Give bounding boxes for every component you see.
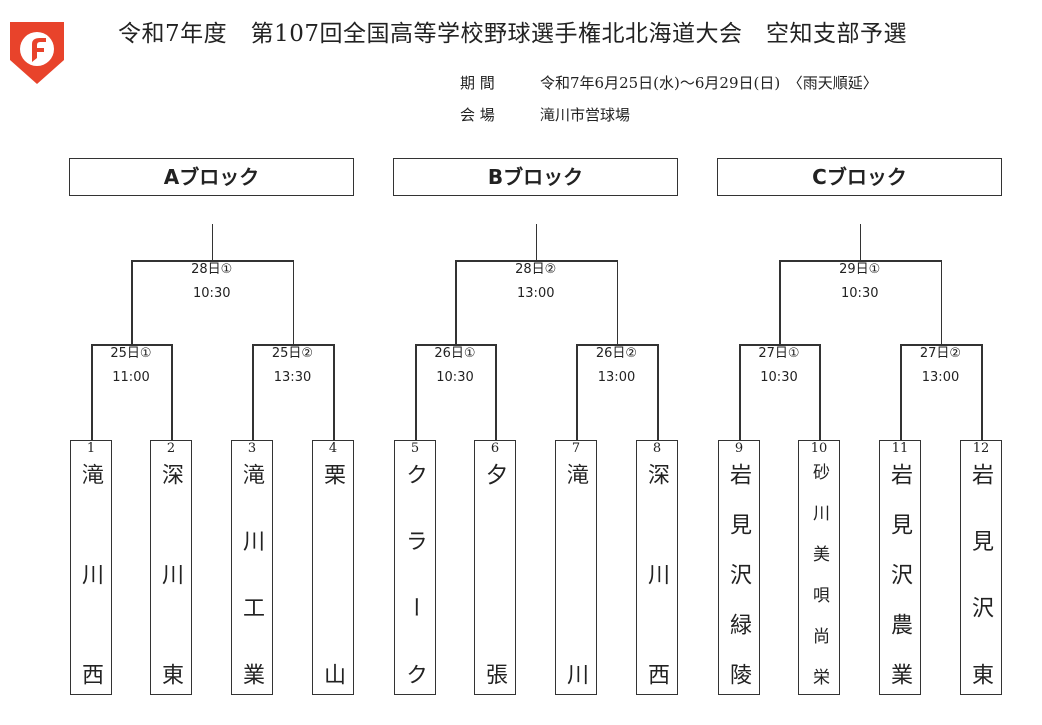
team-number: 1	[86, 441, 96, 456]
bracket-line	[171, 344, 173, 440]
period-label: 期 間	[460, 74, 495, 92]
bracket-line	[252, 344, 254, 440]
team-box: 10 砂川美唄尚栄	[798, 440, 840, 695]
period-value: 令和7年6月25日(水)〜6月29日(日) 〈雨天順延〉	[540, 74, 878, 92]
bracket-line	[616, 260, 618, 344]
venue-label: 会 場	[460, 106, 495, 124]
team-name: 岩見沢緑陵	[726, 463, 751, 685]
match-date: 25日①	[110, 346, 152, 361]
team-number: 11	[891, 441, 909, 456]
team-box: 8 深川西	[636, 440, 678, 695]
final-time: 10:30	[841, 286, 879, 301]
bracket-line	[900, 344, 983, 346]
venue-value: 滝川市営球場	[540, 106, 631, 124]
final-date: 28日①	[191, 262, 233, 277]
team-name: 深川東	[158, 463, 183, 685]
final-time: 13:00	[517, 286, 555, 301]
team-name: 岩見沢農業	[887, 463, 912, 685]
final-time: 10:30	[193, 286, 231, 301]
final-date: 29日①	[839, 262, 881, 277]
team-name: 栗山	[320, 463, 345, 685]
match-date: 26日①	[434, 346, 476, 361]
team-name: 滝川工業	[239, 463, 264, 685]
bracket-line	[739, 344, 821, 346]
team-box: 3 滝川工業	[231, 440, 273, 695]
team-name: 夕張	[482, 463, 507, 685]
bracket-line	[131, 260, 133, 344]
team-box: 4 栗山	[312, 440, 354, 695]
team-box: 9 岩見沢緑陵	[718, 440, 760, 695]
bracket-line	[779, 260, 781, 344]
bracket-line	[495, 344, 497, 440]
team-number: 4	[328, 441, 338, 456]
bracket-line	[657, 344, 659, 440]
match-time: 10:30	[436, 370, 474, 385]
bracket-line	[576, 344, 578, 440]
team-number: 12	[972, 441, 990, 456]
bracket-line	[415, 344, 497, 346]
match-date: 27日①	[758, 346, 800, 361]
team-number: 3	[247, 441, 257, 456]
team-number: 6	[490, 441, 500, 456]
bracket-line	[981, 344, 983, 440]
bracket-line	[859, 224, 862, 260]
team-box: 2 深川東	[150, 440, 192, 695]
final-date: 28日②	[515, 262, 557, 277]
bracket-line	[131, 260, 294, 262]
match-time: 13:30	[273, 370, 312, 385]
match-time: 10:30	[760, 370, 798, 385]
bracket-line	[252, 344, 335, 346]
bracket-line	[455, 260, 457, 344]
team-number: 10	[810, 441, 828, 456]
team-name: 砂川美唄尚栄	[809, 463, 829, 685]
team-box: 12 岩見沢東	[960, 440, 1002, 695]
bracket-line	[940, 260, 942, 344]
team-number: 8	[652, 441, 662, 456]
team-number: 7	[571, 441, 581, 456]
match-time: 11:00	[112, 370, 150, 385]
team-box: 5 クラーク	[394, 440, 436, 695]
page-title: 令和7年度 第107回全国高等学校野球選手権北北海道大会 空知支部予選	[118, 21, 908, 47]
bracket-line	[576, 344, 659, 346]
team-box: 7 滝川	[555, 440, 597, 695]
bracket-line	[535, 224, 538, 260]
team-number: 9	[734, 441, 744, 456]
bracket-line	[292, 260, 294, 344]
team-number: 2	[166, 441, 176, 456]
team-number: 5	[410, 441, 420, 456]
logo	[8, 20, 66, 90]
match-date: 27日②	[919, 346, 962, 361]
team-name: 滝川	[563, 463, 588, 685]
team-box: 6 夕張	[474, 440, 516, 695]
match-time: 13:00	[597, 370, 636, 385]
bracket-line	[415, 344, 417, 440]
match-date: 25日②	[271, 346, 314, 361]
bracket-line	[211, 224, 214, 260]
block-header: Cブロック	[717, 158, 1002, 196]
bracket-line	[739, 344, 741, 440]
team-name: クラーク	[402, 463, 427, 685]
team-name: 深川西	[644, 463, 669, 685]
bracket-line	[455, 260, 618, 262]
bracket-line	[333, 344, 335, 440]
bracket-line	[91, 344, 173, 346]
team-box: 1 滝川西	[70, 440, 112, 695]
bracket-line	[819, 344, 821, 440]
team-box: 11 岩見沢農業	[879, 440, 921, 695]
team-name: 滝川西	[78, 463, 103, 685]
team-name: 岩見沢東	[968, 463, 993, 685]
bracket-line	[900, 344, 902, 440]
bracket-line	[91, 344, 93, 440]
block-header: Bブロック	[393, 158, 678, 196]
match-date: 26日②	[595, 346, 638, 361]
bracket-line	[779, 260, 942, 262]
block-header: Aブロック	[69, 158, 354, 196]
match-time: 13:00	[921, 370, 960, 385]
